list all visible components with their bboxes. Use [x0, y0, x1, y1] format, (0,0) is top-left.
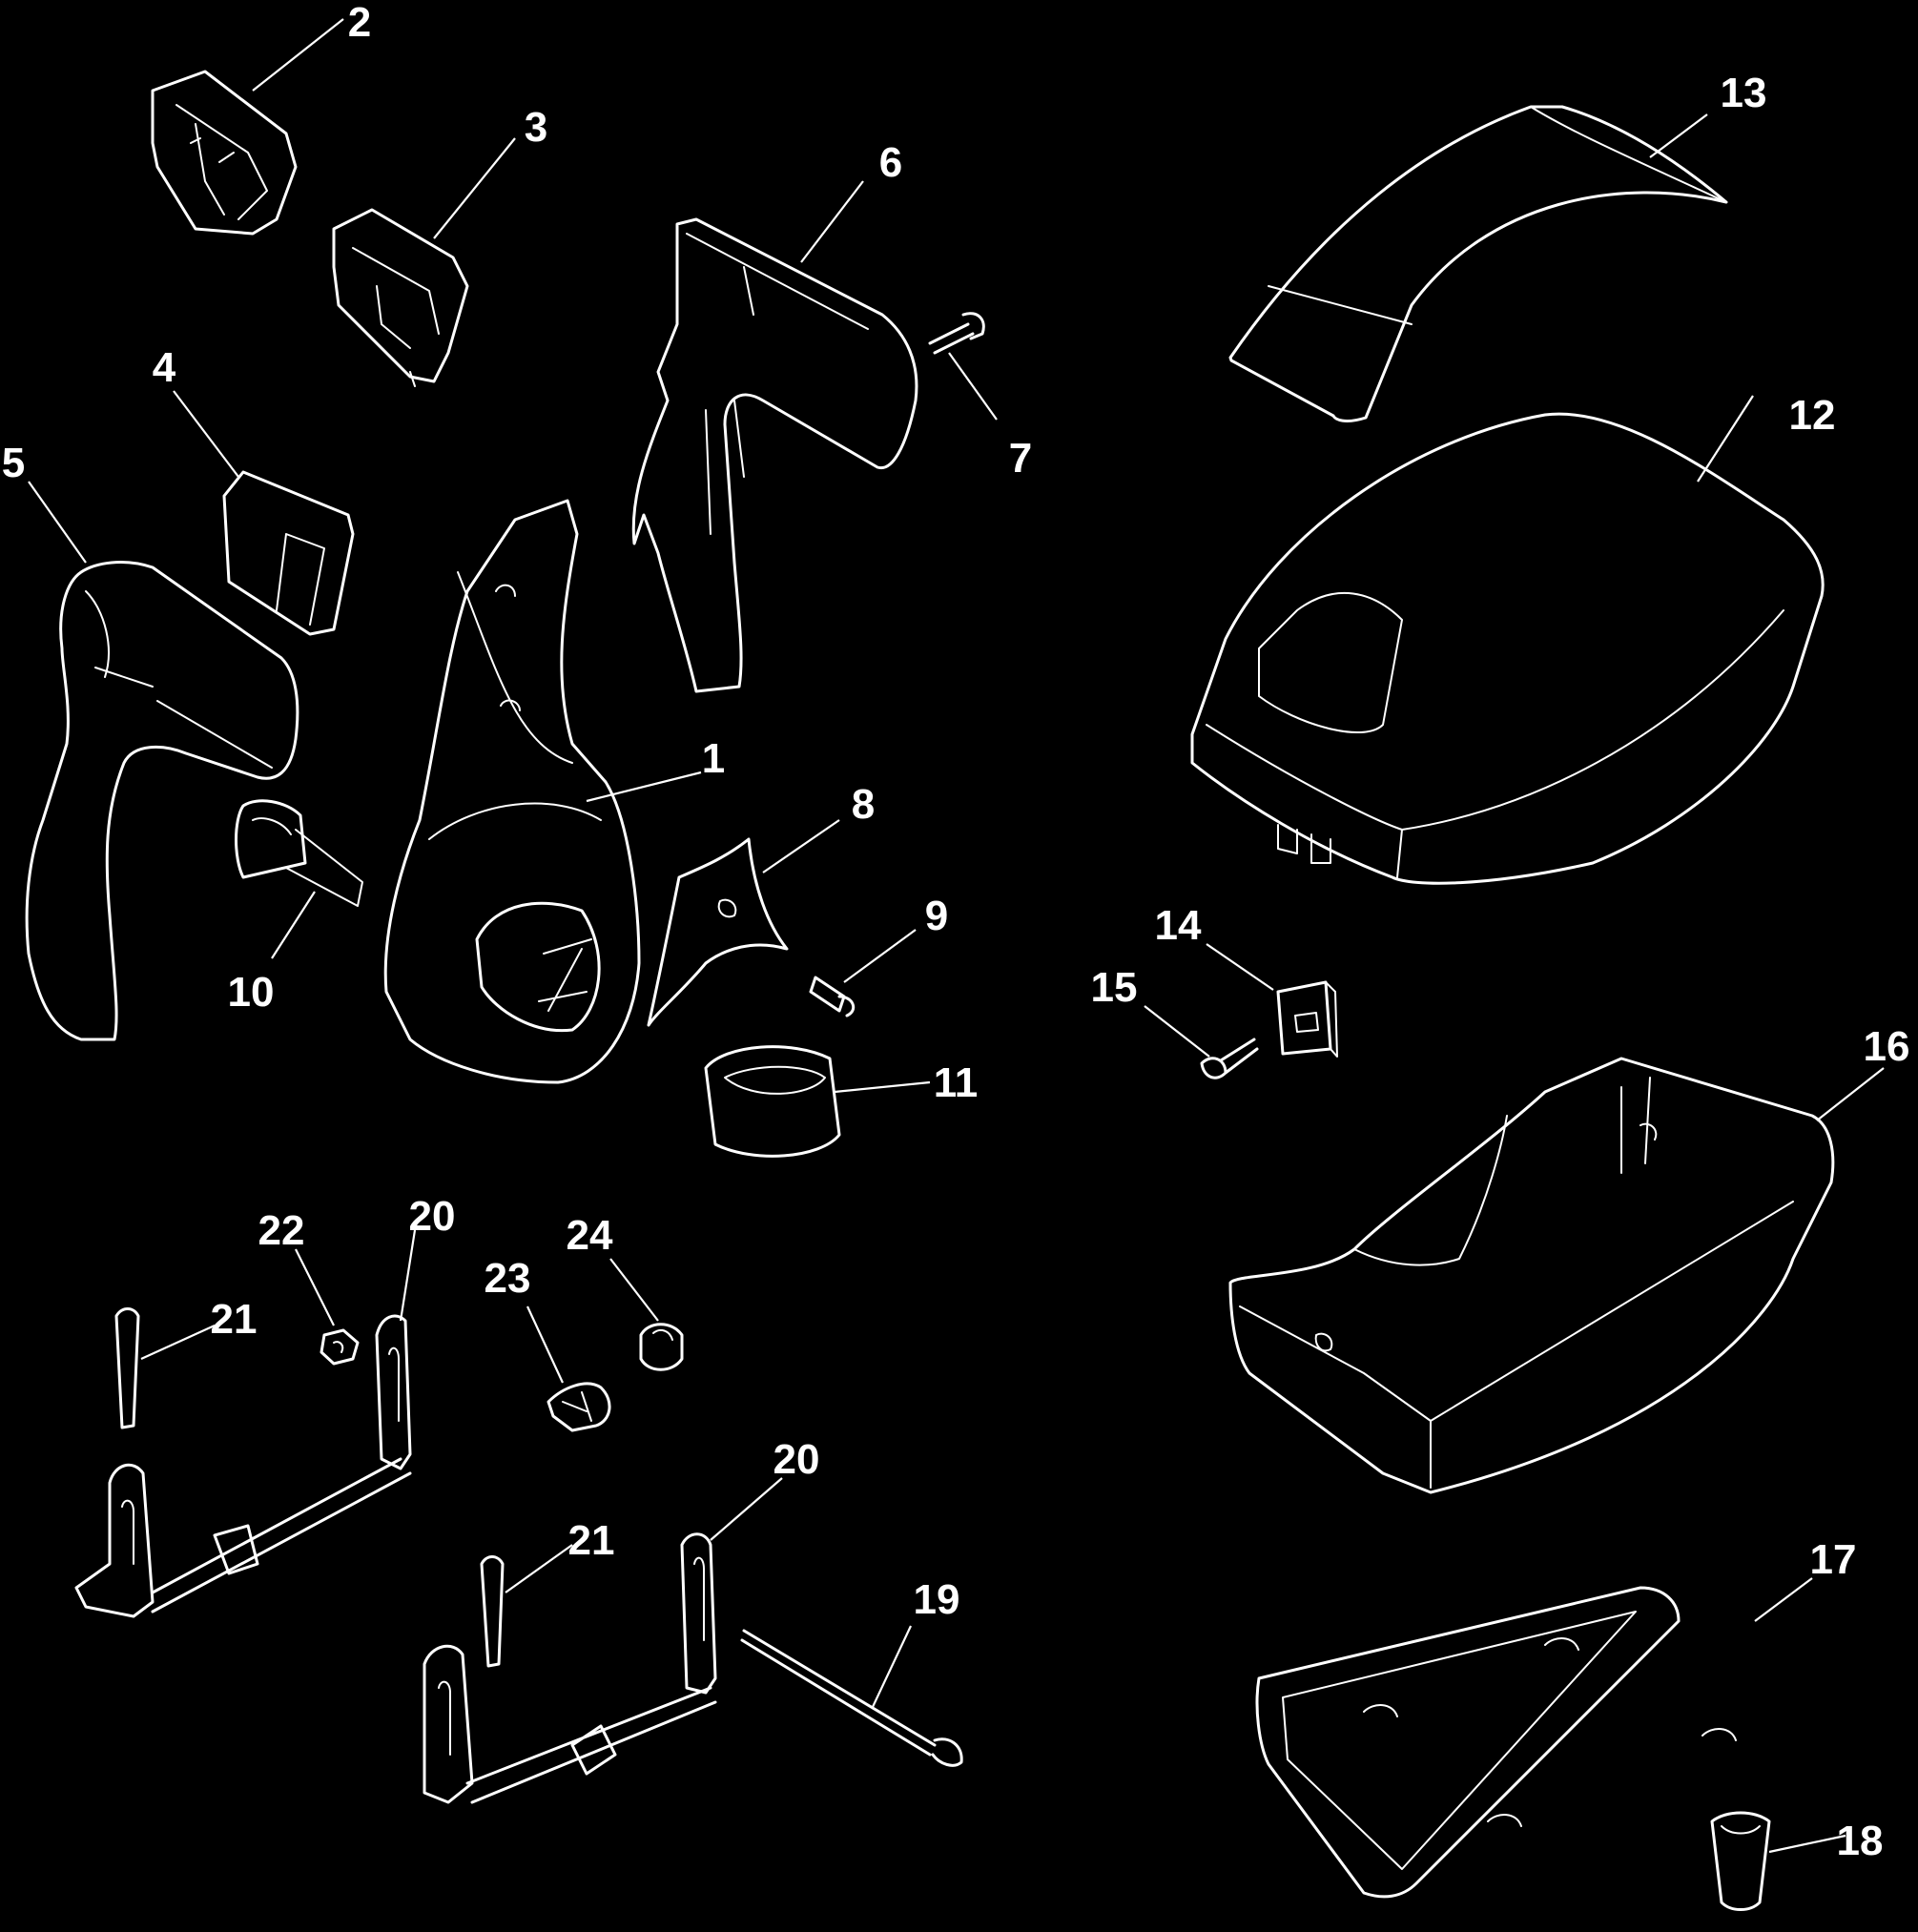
callout-7: 7: [1009, 435, 1032, 482]
part-10-spline-shaft: [235, 799, 363, 907]
part-17-gasket: [1255, 1586, 1737, 1899]
part-21-pin-upper: [114, 1307, 140, 1429]
callout-8: 8: [852, 781, 875, 828]
part-7-screw: [928, 312, 985, 355]
callout-16: 16: [1864, 1023, 1910, 1070]
callout-5: 5: [2, 440, 25, 486]
callout-4: 4: [153, 344, 176, 391]
part-8-detent-plate: [647, 837, 789, 1027]
part-2-connector: [151, 70, 298, 236]
callout-15: 15: [1091, 964, 1138, 1011]
callout-21-lower: 21: [568, 1517, 615, 1564]
part-16-base-housing: [1228, 1057, 1835, 1494]
callout-14: 14: [1155, 902, 1202, 949]
callout-10: 10: [228, 969, 275, 1016]
callout-13: 13: [1721, 70, 1767, 116]
callout-3: 3: [525, 104, 547, 151]
part-20-bracket-lower: [423, 1532, 717, 1804]
callout-23: 23: [485, 1255, 531, 1302]
callout-12: 12: [1789, 392, 1836, 439]
callout-11: 11: [934, 1059, 979, 1106]
part-15-screw: [1200, 1038, 1259, 1079]
part-1-lever-body: [383, 499, 641, 1084]
part-11-ring: [704, 1045, 841, 1158]
part-13-cover-strip: [1228, 105, 1728, 422]
callout-22: 22: [258, 1207, 305, 1254]
callout-18: 18: [1837, 1818, 1884, 1864]
callout-labels: 1 2 3 4 5 6 7 8 9 10 11 12 13 14 15 16 1…: [2, 0, 1910, 1864]
part-18-sleeve-insert: [1710, 1811, 1771, 1911]
part-20-bracket-upper: [74, 1314, 412, 1618]
part-12-top-housing: [1190, 412, 1825, 885]
part-5-left-handle: [25, 561, 299, 1041]
part-19-rod: [740, 1629, 963, 1767]
part-14-clip: [1276, 980, 1338, 1058]
part-24-clamp: [639, 1323, 684, 1371]
callout-1: 1: [702, 735, 725, 782]
part-4-sleeve: [222, 470, 355, 636]
callout-17: 17: [1810, 1536, 1857, 1583]
leader-lines: [28, 18, 1885, 1854]
callout-19: 19: [914, 1576, 960, 1623]
callout-21-upper: 21: [211, 1296, 258, 1343]
part-9-screw: [809, 976, 856, 1017]
callout-6: 6: [879, 139, 902, 186]
part-23-clip: [547, 1382, 611, 1432]
callout-9: 9: [925, 893, 948, 939]
part-3-connector: [332, 208, 469, 387]
part-22-nut: [320, 1328, 360, 1366]
part-6-right-handle: [631, 217, 918, 693]
callout-20-lower: 20: [773, 1436, 820, 1483]
part-21-pin-lower: [480, 1555, 505, 1668]
callout-24: 24: [567, 1212, 613, 1259]
callout-20-upper: 20: [409, 1193, 456, 1240]
callout-2: 2: [348, 0, 371, 46]
